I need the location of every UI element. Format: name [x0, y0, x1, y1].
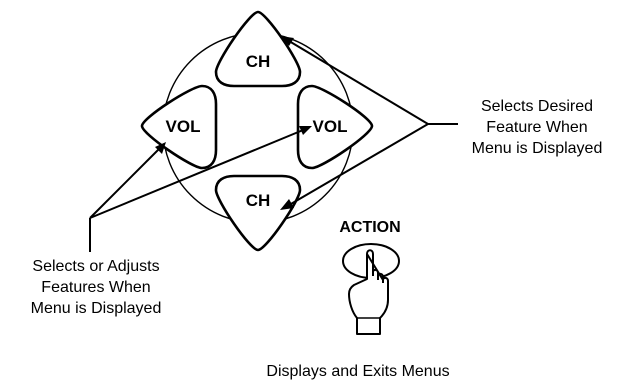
ch-callout-lines: [280, 36, 458, 210]
svg-text:Menu is Displayed: Menu is Displayed: [31, 300, 162, 317]
vol-right-label: VOL: [313, 117, 348, 136]
svg-text:Menu is Displayed: Menu is Displayed: [472, 140, 603, 157]
action-label: ACTION: [339, 219, 400, 236]
svg-text:Selects or Adjusts: Selects or Adjusts: [32, 258, 159, 275]
arrowhead-icon: [155, 142, 166, 154]
vol-left-label: VOL: [166, 117, 201, 136]
arrowhead-icon: [299, 126, 312, 135]
pointing-hand-icon: [348, 249, 389, 335]
vol-callout-lines: [89, 126, 312, 252]
arrowhead-icon: [280, 36, 294, 46]
bottom-caption: Displays and Exits Menus: [266, 363, 449, 380]
ch-up-label: CH: [246, 52, 271, 71]
ch-down-button[interactable]: CH: [214, 174, 302, 252]
ch-up-button[interactable]: CH: [214, 10, 302, 88]
arrowhead-icon: [280, 199, 294, 210]
right-caption: Selects Desired Feature When Menu is Dis…: [472, 98, 603, 157]
svg-text:Features When: Features When: [41, 279, 150, 296]
svg-text:Feature When: Feature When: [486, 119, 587, 136]
action-button-group: ACTION: [339, 219, 401, 335]
vol-right-button[interactable]: VOL: [296, 84, 374, 170]
left-caption: Selects or Adjusts Features When Menu is…: [31, 258, 162, 317]
ch-down-label: CH: [246, 191, 271, 210]
vol-left-button[interactable]: VOL: [140, 84, 218, 170]
svg-text:Selects Desired: Selects Desired: [481, 98, 593, 115]
